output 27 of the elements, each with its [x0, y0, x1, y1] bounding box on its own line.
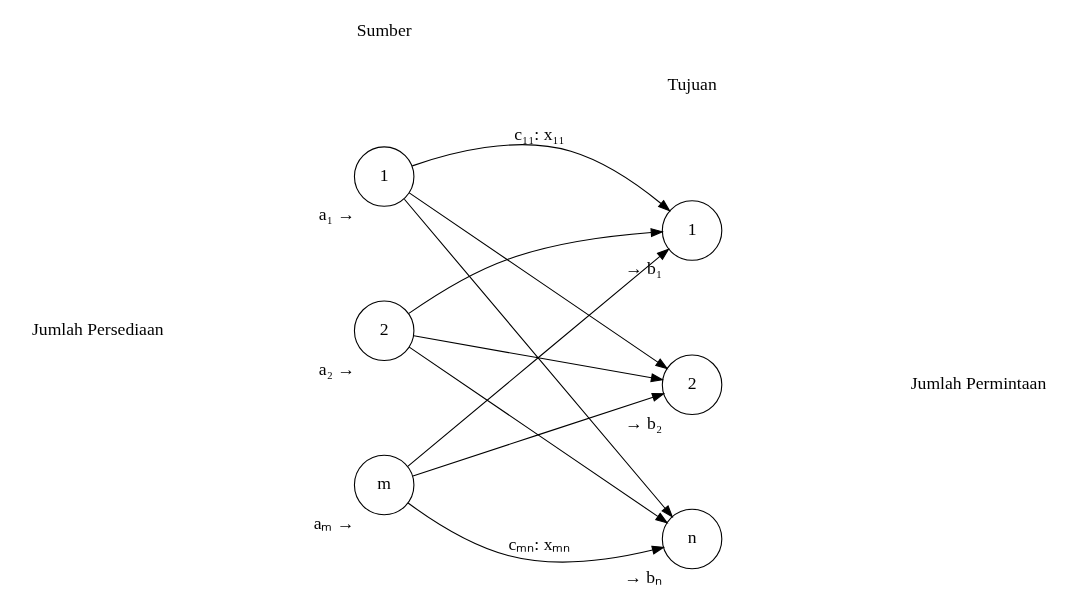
arrow	[403, 198, 673, 519]
arrow	[411, 392, 665, 477]
node-circle: 1	[661, 200, 722, 261]
edge-label: cₘₙ: xₘₙ	[508, 533, 570, 554]
node-circle: 2	[353, 300, 414, 362]
node-circle: m	[353, 454, 414, 516]
node-label: → bₙ	[623, 566, 662, 587]
node-circle: 2	[661, 354, 722, 416]
arrow	[408, 192, 668, 370]
label: Tujuan	[666, 74, 717, 95]
arrow	[408, 346, 668, 524]
node-circle: 1	[353, 146, 414, 207]
arrow	[412, 335, 664, 383]
label: Sumber	[356, 20, 412, 41]
arrow	[411, 144, 671, 212]
node-label: → b₂	[624, 412, 662, 433]
node-label: a₁ →	[318, 204, 355, 225]
arrow	[406, 248, 670, 467]
node-label: aₘ →	[313, 512, 354, 533]
arrow	[407, 227, 664, 314]
node-label: a₂ →	[318, 358, 355, 379]
edge-label: c₁₁: x₁₁	[513, 124, 565, 144]
node-circle: n	[661, 508, 722, 570]
label: Jumlah Permintaan	[910, 372, 1046, 393]
node-label: → b₁	[624, 258, 662, 279]
arrow	[407, 502, 665, 563]
label: Jumlah Persediaan	[31, 318, 164, 339]
